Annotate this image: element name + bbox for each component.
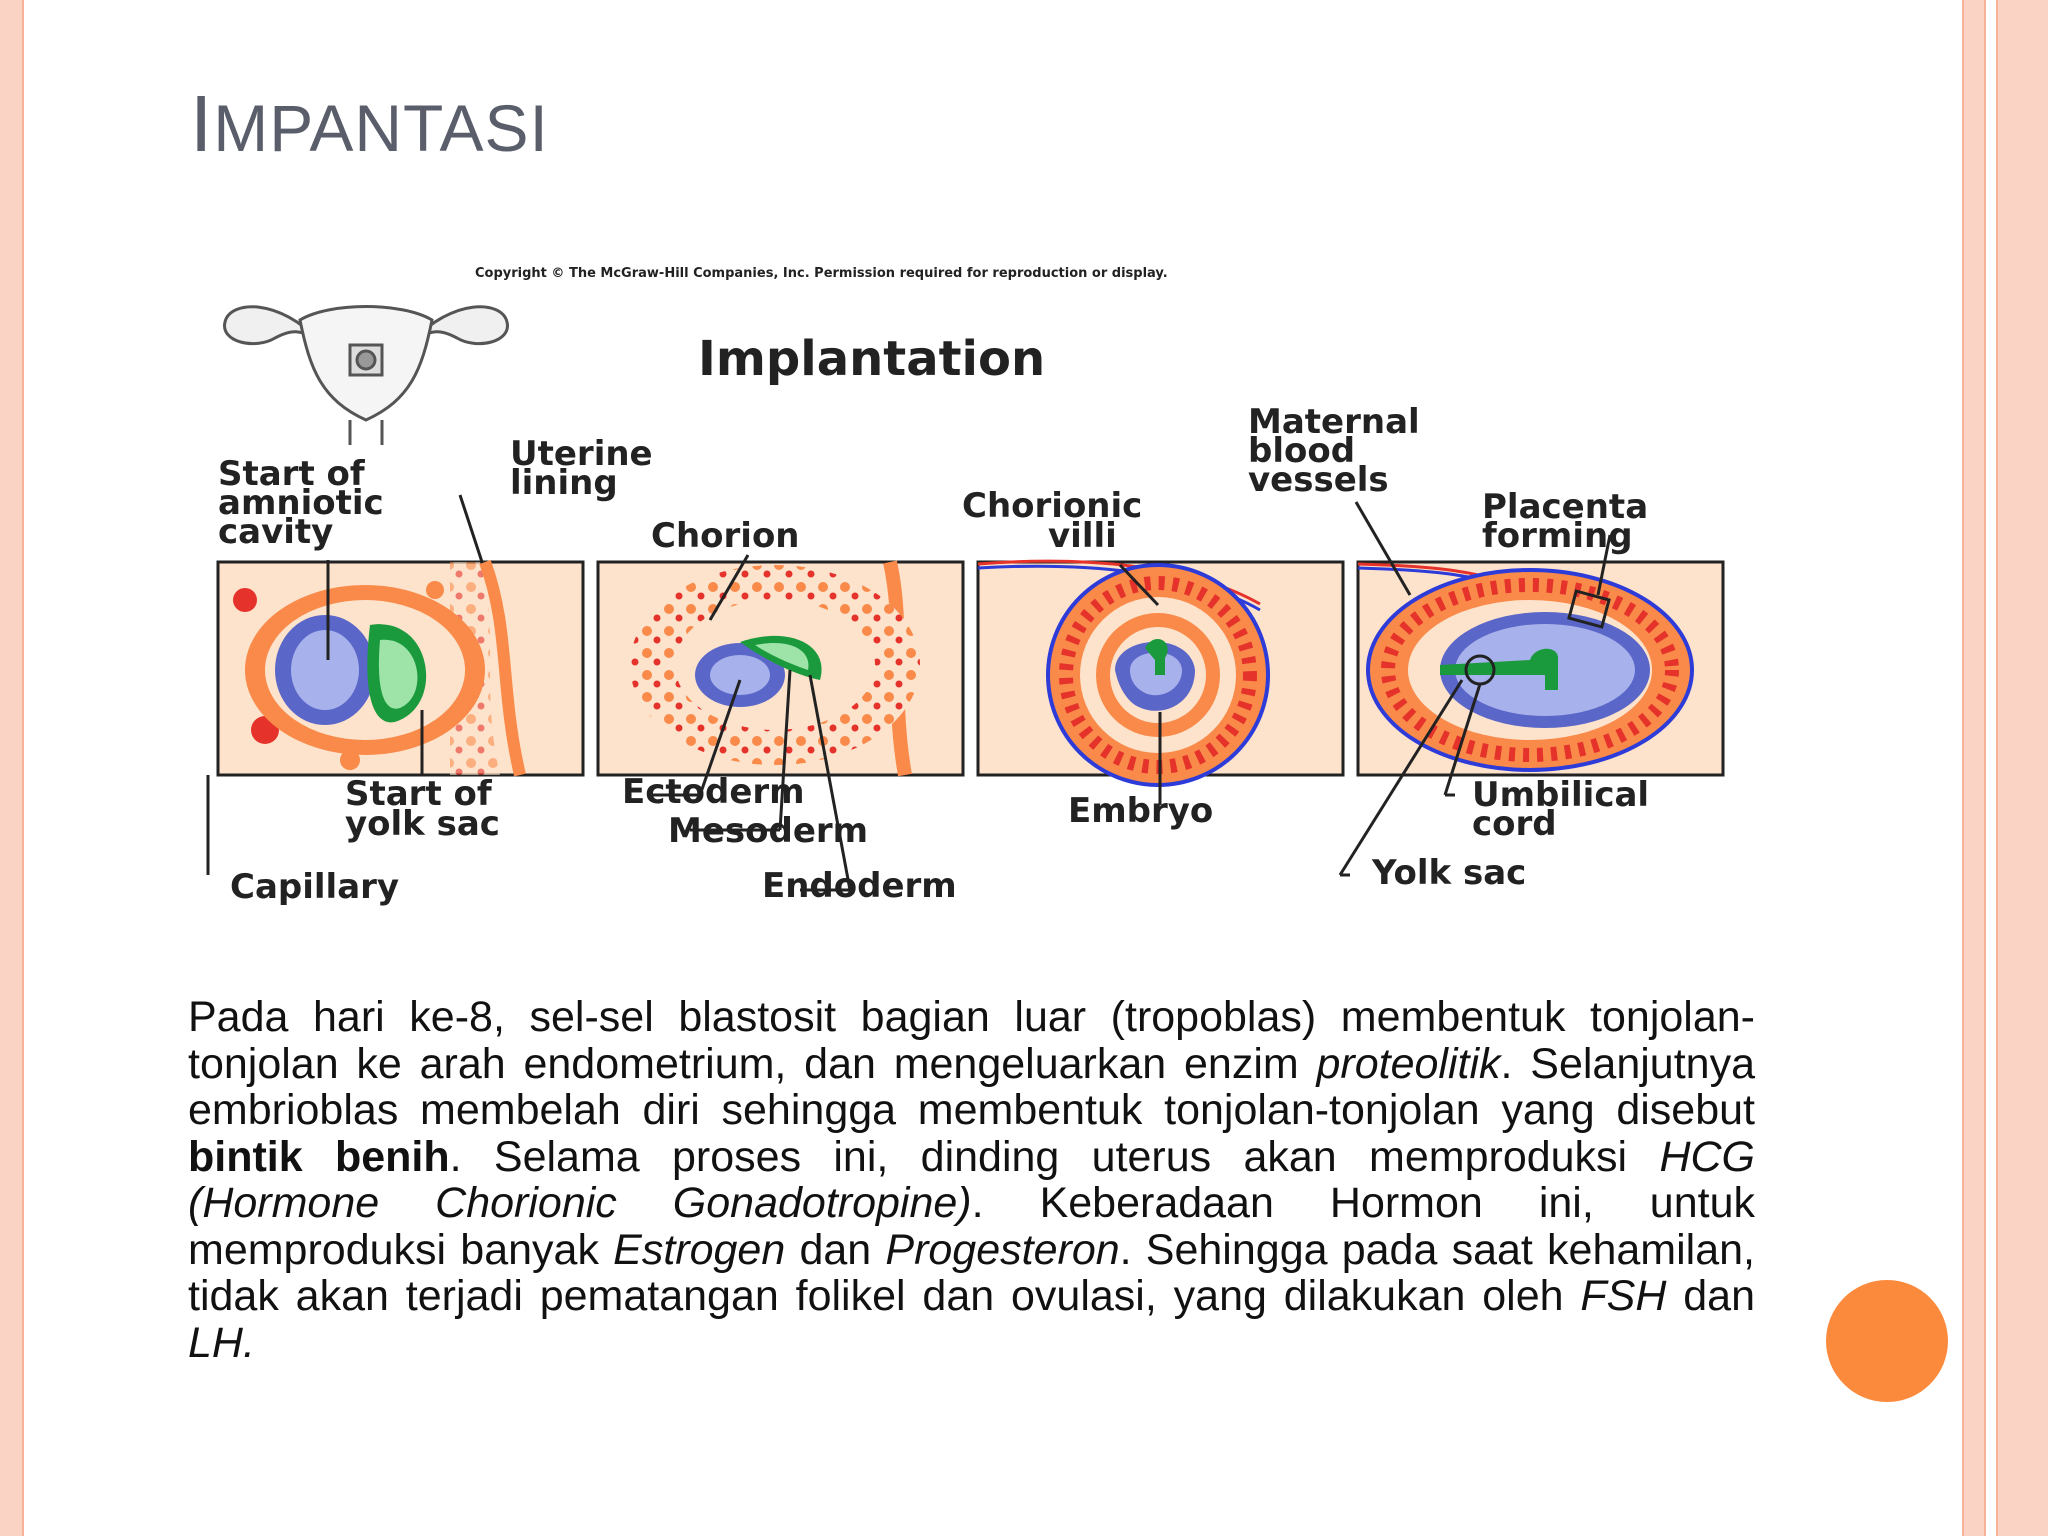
- label-start-of-amniotic-cavity: Start of amniotic cavity: [218, 454, 384, 552]
- label-chorionic-villi: Chorionic villi: [962, 486, 1142, 556]
- label-chorion: Chorion: [651, 516, 800, 556]
- text-segment: Pada hari ke-8, sel-sel blastosit bagian…: [188, 993, 1755, 1088]
- body-paragraph: Pada hari ke-8, sel-sel blastosit bagian…: [188, 994, 1755, 1366]
- stage-panel-3: [976, 559, 1345, 787]
- uterus-icon: [223, 305, 509, 445]
- right-frame-stripe-inner: [1962, 0, 1986, 1536]
- svg-text:yolk sac: yolk sac: [345, 804, 500, 844]
- svg-text:lining: lining: [510, 463, 618, 503]
- term-bintik-benih: bintik benih: [188, 1132, 450, 1181]
- svg-text:Chorionic: Chorionic: [962, 486, 1142, 526]
- copyright-text: Copyright © The McGraw-Hill Companies, I…: [475, 266, 1168, 281]
- text-segment: . Sehingga pada saat kehamilan, tidak ak…: [188, 1225, 1755, 1320]
- svg-text:forming: forming: [1482, 516, 1633, 556]
- right-frame-stripe-outer: [1996, 0, 2048, 1536]
- svg-text:Start of: Start of: [345, 774, 493, 814]
- slide-title-initial: I: [190, 79, 214, 168]
- label-endoderm: Endoderm: [762, 866, 957, 906]
- term-fsh: FSH: [1580, 1272, 1667, 1320]
- implantation-diagram: Copyright © The McGraw-Hill Companies, I…: [206, 266, 1725, 907]
- stage-panel-2: [596, 560, 965, 777]
- svg-text:amniotic: amniotic: [218, 483, 384, 523]
- label-placenta-forming: Placenta forming: [1482, 487, 1648, 556]
- text-segment: dan: [1666, 1272, 1755, 1320]
- label-capillary: Capillary: [230, 867, 399, 907]
- label-mesoderm: Mesoderm: [668, 811, 868, 851]
- term-lh: LH.: [188, 1318, 255, 1367]
- slide-title: IMPANTASI: [190, 78, 549, 170]
- term-estrogen: Estrogen: [613, 1225, 786, 1274]
- slide-title-rest: MPANTASI: [213, 91, 549, 165]
- term-progesteron: Progesteron: [885, 1225, 1120, 1274]
- label-yolk-sac: Yolk sac: [1371, 853, 1526, 893]
- text-segment: dan: [785, 1225, 886, 1274]
- svg-text:Uterine: Uterine: [510, 434, 653, 474]
- svg-text:blood: blood: [1248, 431, 1355, 471]
- term-hcg: HCG (Hormone Chorionic Gonadotropine): [188, 1132, 1755, 1227]
- label-embryo: Embryo: [1068, 791, 1213, 831]
- svg-text:Start of: Start of: [218, 454, 366, 494]
- stage-panel-4: [1356, 560, 1725, 777]
- leader-lines: [206, 494, 1612, 892]
- svg-text:Placenta: Placenta: [1482, 487, 1648, 527]
- label-maternal-blood-vessels: Maternal blood vessels: [1248, 402, 1420, 500]
- svg-text:cavity: cavity: [218, 512, 333, 552]
- label-start-of-yolk-sac: Start of yolk sac: [345, 774, 500, 844]
- left-frame-border: [0, 0, 24, 1536]
- diagram-heading: Implantation: [698, 331, 1045, 387]
- text-segment: . Selama proses ini, dinding uterus akan…: [449, 1132, 1660, 1181]
- decorative-orange-circle: [1826, 1280, 1948, 1402]
- label-ectoderm: Ectoderm: [622, 772, 805, 812]
- svg-text:Umbilical: Umbilical: [1472, 775, 1649, 815]
- svg-text:Maternal: Maternal: [1248, 402, 1420, 442]
- stage-panel-1: [216, 559, 585, 777]
- svg-text:cord: cord: [1472, 804, 1557, 844]
- svg-text:vessels: vessels: [1248, 460, 1389, 500]
- label-uterine-lining: Uterine lining: [510, 434, 653, 503]
- label-umbilical-cord: Umbilical cord: [1472, 775, 1649, 844]
- text-segment: . Selanjutnya embrioblas membelah diri s…: [188, 1039, 1755, 1134]
- text-segment: . Keberadaan Hormon ini, untuk memproduk…: [188, 1179, 1755, 1274]
- svg-text:villi: villi: [1048, 516, 1117, 556]
- term-proteolitik: proteolitik: [1316, 1039, 1501, 1088]
